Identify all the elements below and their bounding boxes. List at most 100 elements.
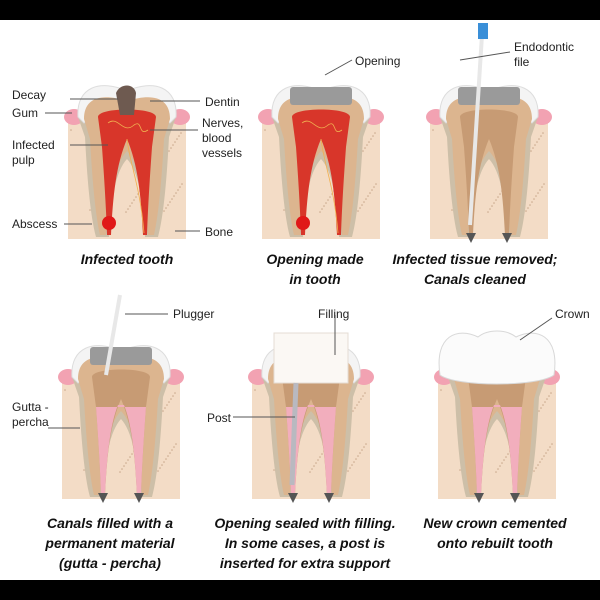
- bone-dot: [533, 198, 535, 200]
- label-endodontic-file: Endodontic file: [514, 40, 575, 69]
- decay: [116, 85, 136, 115]
- bone-dot: [538, 410, 540, 412]
- bone-dot: [497, 196, 499, 198]
- label-crown: Crown: [555, 307, 590, 321]
- bone-dot: [323, 205, 325, 207]
- root-tip-seal: [466, 233, 476, 243]
- bone-dot: [319, 211, 321, 213]
- bone-dot: [70, 129, 72, 131]
- bone-dot: [177, 189, 179, 191]
- bone-dot: [499, 193, 501, 195]
- tooth-panel-6: [434, 330, 560, 503]
- top-letterbox: [0, 0, 600, 20]
- leader-line: [324, 59, 353, 76]
- label-nerves: Nerves, blood vessels: [202, 116, 244, 160]
- bone-dot: [129, 456, 131, 458]
- caption-infected-tooth: Infected tooth: [80, 251, 174, 267]
- bone-dot: [534, 144, 536, 146]
- bone-dot: [373, 186, 375, 188]
- bone-dot: [507, 453, 509, 455]
- bone-dot: [368, 141, 370, 143]
- bone-dot: [354, 407, 356, 409]
- bone-dot: [163, 461, 165, 463]
- caption-canals-filled: Canals filled with a permanent material …: [45, 515, 175, 571]
- bone-dot: [459, 469, 461, 471]
- bone-dot: [495, 199, 497, 201]
- bone-dot: [349, 467, 351, 469]
- bone-dot: [125, 462, 127, 464]
- bone-dot: [530, 150, 532, 152]
- bottom-letterbox: [0, 580, 600, 600]
- bone-dot: [363, 201, 365, 203]
- bone-dot: [543, 183, 545, 185]
- tooth-panel-2: [258, 85, 384, 239]
- label-abscess: Abscess: [12, 217, 58, 231]
- bone-dot: [535, 195, 537, 197]
- bone-dot: [361, 449, 363, 451]
- bone-dot: [542, 132, 544, 134]
- bone-dot: [319, 456, 321, 458]
- bone-dot: [64, 389, 66, 391]
- bone-dot: [365, 198, 367, 200]
- bone-dot: [359, 207, 361, 209]
- bone-dot: [374, 132, 376, 134]
- label-opening: Opening: [355, 54, 401, 68]
- tooth-panel-1: [64, 85, 190, 239]
- bone-dot: [357, 455, 359, 457]
- label-plugger: Plugger: [173, 307, 215, 321]
- bone-dot: [550, 392, 552, 394]
- leader-line: [459, 51, 511, 61]
- bone-dot: [537, 464, 539, 466]
- root-tip-seal: [474, 493, 484, 503]
- bone-dot: [546, 398, 548, 400]
- bone-dot: [375, 183, 377, 185]
- root-tip-seal: [324, 493, 334, 503]
- label-filling: Filling: [318, 307, 350, 321]
- bone-dot: [325, 202, 327, 204]
- bone-dot: [171, 449, 173, 451]
- bone-dot: [133, 199, 135, 201]
- bone-dot: [135, 196, 137, 198]
- root-tip-seal: [98, 493, 108, 503]
- plugger: [104, 294, 122, 376]
- bone-dot: [168, 401, 170, 403]
- filling: [273, 332, 349, 384]
- bone-dot: [89, 209, 91, 211]
- bone-dot: [159, 467, 161, 469]
- bone-dot: [171, 198, 173, 200]
- bone-dot: [131, 202, 133, 204]
- bone-dot: [542, 404, 544, 406]
- bone-dot: [497, 468, 499, 470]
- bone-dot: [503, 459, 505, 461]
- bone-dot: [347, 470, 349, 472]
- bone-dot: [315, 462, 317, 464]
- bone-dot: [505, 456, 507, 458]
- caption-opening-sealed: Opening sealed with filling. In some cas…: [214, 515, 396, 571]
- bone-dot: [539, 461, 541, 463]
- bone-dot: [540, 407, 542, 409]
- root-tip-seal: [134, 493, 144, 503]
- bone-dot: [491, 205, 493, 207]
- bone-dot: [535, 467, 537, 469]
- root-tip-seal: [502, 233, 512, 243]
- bone-dot: [169, 201, 171, 203]
- bone-dot: [170, 147, 172, 149]
- bone-dot: [175, 192, 177, 194]
- bone-dot: [544, 401, 546, 403]
- bone-dot: [493, 202, 495, 204]
- bone-dot: [551, 443, 553, 445]
- bone-dot: [358, 401, 360, 403]
- bone-dot: [163, 210, 165, 212]
- abscess: [296, 216, 310, 230]
- bone-dot: [165, 207, 167, 209]
- bone-dot: [536, 141, 538, 143]
- bone-dot: [170, 398, 172, 400]
- bone-dot: [364, 392, 366, 394]
- bone-dot: [365, 443, 367, 445]
- bone-dot: [173, 195, 175, 197]
- bone-dot: [366, 144, 368, 146]
- bone-dot: [363, 446, 365, 448]
- label-decay: Decay: [12, 88, 47, 102]
- opening: [90, 347, 152, 365]
